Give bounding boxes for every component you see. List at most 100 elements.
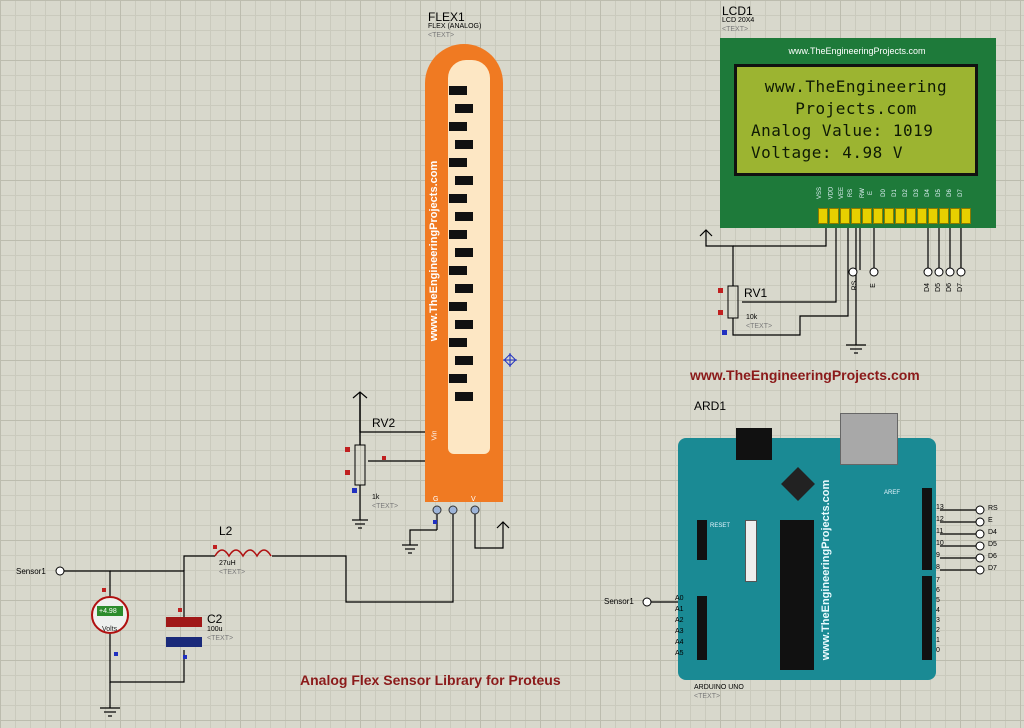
lcd-pin[interactable] [961,208,971,224]
flex-segment [449,158,467,167]
ard-digital-pin-label: 10 [936,540,944,547]
rv2-ref-label: RV2 [372,416,396,430]
flex-segment [455,140,473,149]
c2-ref-label: C2 [207,612,223,626]
lcd-pin-label: D7 [957,189,964,197]
lcd-pin[interactable] [862,208,872,224]
ard-board-text: www.TheEngineeringProjects.com [820,479,832,661]
lcd-tag-d6: D6 [945,283,953,292]
flex-segment [449,266,467,275]
lcd-pin-label: D6 [946,189,953,197]
lcd-pin-label: D0 [880,189,887,197]
lcd-pin-label: D4 [924,189,931,197]
lcd-line-1: www.TheEngineering [764,77,948,96]
flex-segment [455,356,473,365]
rv2-value-label: 1k [372,494,380,501]
flex-segment [455,248,473,257]
lcd-tag-rs: RS [851,280,859,291]
lcd-line-3: Analog Value: 1019 [751,121,934,140]
lcd-screen: www.TheEngineering Projects.com Analog V… [734,64,978,176]
ard-usb-port [840,413,898,465]
flex-pin-gnd: G [433,496,439,503]
ard-usb-jack [736,428,772,460]
ard-analog-header [697,596,707,660]
ard-digital-pin-label: 0 [936,647,940,654]
lcd-line-4: Voltage: 4.98 V [751,143,903,162]
c2-text-tag: <TEXT> [207,635,234,642]
flex-ref-label: FLEX1 [428,10,465,24]
flex-segment [449,122,467,131]
lcd-pin-label: VDD [828,186,835,200]
ard-aref-label: AREF [884,490,901,496]
ard-analog-pin-label: A3 [675,628,684,635]
flex-pin-terminals[interactable] [431,503,481,515]
ard-digital-pin-label: 6 [936,587,940,594]
lcd-line-2: Projects.com [795,99,917,118]
lcd-tag-d7: D7 [956,283,964,292]
c2-value-label: 100u [207,626,223,633]
lcd-pin[interactable] [818,208,828,224]
ard-io-tag: D7 [988,565,997,572]
lcd-pin[interactable] [950,208,960,224]
rv1-value-label: 10k [746,314,758,321]
ard-digital-pin-label: 2 [936,627,940,634]
lcd-text-tag: <TEXT> [722,26,749,33]
flex-segment [449,338,467,347]
rv1-text-tag: <TEXT> [746,323,773,330]
lcd-pin[interactable] [840,208,850,224]
ard-digital-pin-label: 11 [936,528,944,535]
lcd-pin[interactable] [939,208,949,224]
lcd-pin[interactable] [895,208,905,224]
lcd-pin[interactable] [873,208,883,224]
voltmeter-unit: Volts [102,626,118,633]
flex-segment [455,104,473,113]
lcd-pin-label: RW [859,188,866,198]
website-label: www.TheEngineeringProjects.com [690,367,920,383]
l2-value-label: 27uH [219,560,236,567]
ard-digital-pin-label: 7 [936,577,940,584]
lcd-tag-d5: D5 [934,283,942,292]
ard-digital-header-top [922,488,932,570]
lcd-model-label: LCD 20X4 [722,17,755,24]
ard-io-tag: D6 [988,553,997,560]
lcd-pin-label: D2 [902,189,909,197]
flex-segment [449,86,467,95]
caption-label: Analog Flex Sensor Library for Proteus [300,672,561,688]
lcd-pin[interactable] [829,208,839,224]
flex-segment [455,284,473,293]
lcd-pin[interactable] [884,208,894,224]
lcd-pin-label: D1 [891,189,898,197]
ard-digital-pin-label: 5 [936,597,940,604]
ard-digital-pin-label: 12 [936,516,944,523]
lcd-pin-label: D3 [913,189,920,197]
lcd-pin-label: E [868,190,875,196]
ard-model-label: ARDUINO UNO [694,684,744,691]
lcd-frame-url: www.TheEngineeringProjects.com [788,46,926,56]
lcd-pin[interactable] [851,208,861,224]
rv1-ref-label: RV1 [744,286,768,300]
lcd-pin-label: RS [848,188,855,198]
lcd-pin[interactable] [928,208,938,224]
ard-io-tag: E [988,517,993,524]
flex-text-tag: <TEXT> [428,32,455,39]
flex-segment [455,212,473,221]
sensor-tag-left: Sensor1 [16,567,46,576]
lcd-pin-label: VSS [817,186,824,200]
ard-digital-pin-label: 9 [936,552,940,559]
ard-digital-pin-label: 8 [936,564,940,571]
flex-segment [449,374,467,383]
lcd-pin[interactable] [917,208,927,224]
flex-side-text: www.TheEngineeringProjects.com [428,160,440,342]
lcd-pin[interactable] [906,208,916,224]
lcd-tag-e: E [869,283,877,288]
ard-reset-label: RESET [710,523,731,529]
l2-text-tag: <TEXT> [219,569,246,576]
ard-io-tag: RS [988,505,998,512]
ard-digital-pin-label: 13 [936,504,944,511]
ard-mcu-chip [780,520,814,670]
ard-text-tag: <TEXT> [694,693,721,700]
ard-analog-pin-label: A1 [675,606,684,613]
ard-digital-pin-label: 1 [936,637,940,644]
ard-analog-pin-label: A0 [675,595,684,602]
